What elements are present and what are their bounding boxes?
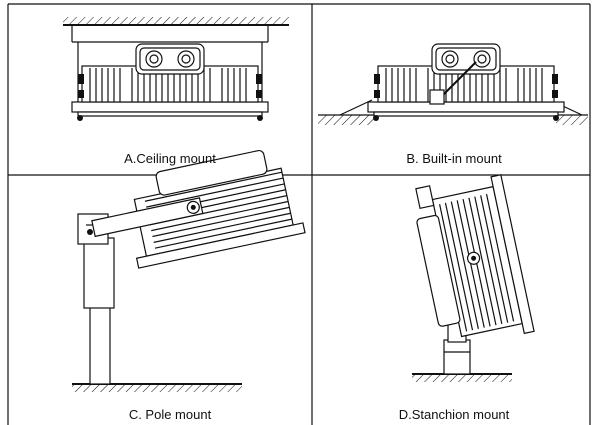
panel-label-ceiling: A.Ceiling mount bbox=[124, 151, 216, 166]
ceiling-mount-drawing bbox=[63, 17, 289, 122]
stanchion-mount-drawing bbox=[412, 174, 535, 382]
pole-mount-drawing bbox=[72, 149, 306, 392]
built-in-mount-drawing bbox=[318, 43, 588, 125]
panel-label-stanchion: D.Stanchion mount bbox=[398, 407, 510, 422]
panel-label-pole: C. Pole mount bbox=[128, 407, 212, 422]
grid-lines bbox=[7, 3, 591, 425]
panel-label-builtin: B. Built-in mount bbox=[406, 151, 502, 166]
